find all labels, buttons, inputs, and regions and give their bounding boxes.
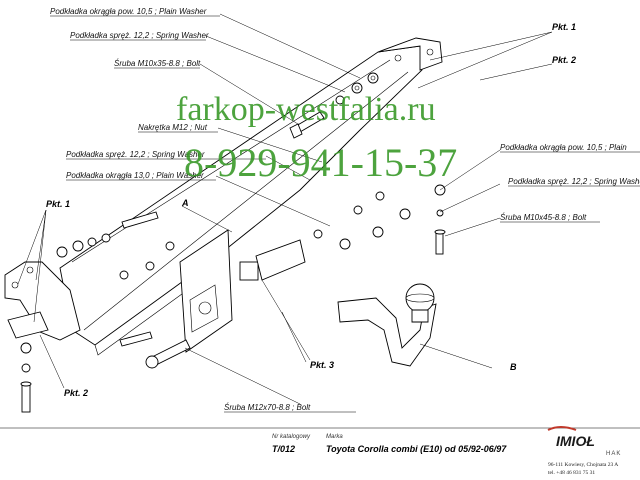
footer-brand-value: Toyota Corolla combi (E10) od 05/92-06/9…	[326, 444, 507, 454]
hardware-right	[434, 184, 446, 255]
label-nut-m12: Nakrętka M12 ; Nut	[138, 123, 208, 132]
hardware-top	[289, 72, 379, 139]
point-2-left: Pkt. 2	[64, 388, 88, 398]
hardware-left-column	[20, 342, 32, 413]
watermark-site: farkop-westfalia.ru	[176, 91, 436, 128]
label-bolt-m12x70: Śruba M12x70-8.8 ; Bolt	[224, 403, 311, 412]
label-spring-washer-12-2-mid: Podkładka spręż. 12,2 ; Spring Washer	[66, 150, 205, 159]
left-side-bracket	[4, 261, 81, 341]
hardware-left	[56, 211, 175, 347]
footer-brand-label: Marka	[326, 434, 343, 440]
logo-text: IMIOŁ	[556, 433, 595, 449]
watermark-phone: 8-929-941-15-37	[184, 140, 457, 185]
label-plain-washer-13-0: Podkładka okrągła 13,0 ; Plain Washer	[66, 171, 204, 180]
hardware-middle	[313, 191, 411, 250]
logo-sub: HAK	[606, 451, 621, 457]
footer-catalog-value: T/012	[272, 444, 295, 454]
company-phone: tel. +48 46 831 75 31	[548, 470, 595, 476]
point-1-top: Pkt. 1	[552, 22, 576, 32]
tow-ball-neck	[337, 283, 437, 367]
mounting-plate	[179, 229, 306, 353]
label-spring-washer-12-2-right: Podkładka spręż. 12,2 ; Spring Washe	[508, 177, 640, 186]
label-bolt-m10x35: Śruba M10x35-8.8 ; Bolt	[114, 59, 201, 68]
hardware-bottom	[145, 339, 191, 369]
point-3: Pkt. 3	[310, 360, 334, 370]
company-address: 96-111 Kowiesy, Chojnata 23 A	[548, 462, 618, 468]
point-1-left: Pkt. 1	[46, 199, 70, 209]
footer-catalog-label: Nr katalogowy	[272, 434, 311, 440]
label-plain-washer-10-5-top: Podkładka okrągła pow. 10,5 ; Plain Wash…	[50, 7, 207, 16]
label-spring-washer-12-2-top: Podkładka spręż. 12,2 ; Spring Washer	[70, 31, 209, 40]
label-bolt-m10x45: Śruba M10x45-8.8 ; Bolt	[500, 213, 587, 222]
letter-a: A	[181, 198, 189, 208]
leader-lines	[17, 13, 553, 405]
letter-b: B	[510, 362, 517, 372]
label-plain-washer-10-5-right: Podkładka okrągła pow. 10,5 ; Plain	[500, 143, 627, 152]
company-logo: IMIOŁ HAK	[547, 426, 621, 457]
point-2-top: Pkt. 2	[552, 55, 576, 65]
